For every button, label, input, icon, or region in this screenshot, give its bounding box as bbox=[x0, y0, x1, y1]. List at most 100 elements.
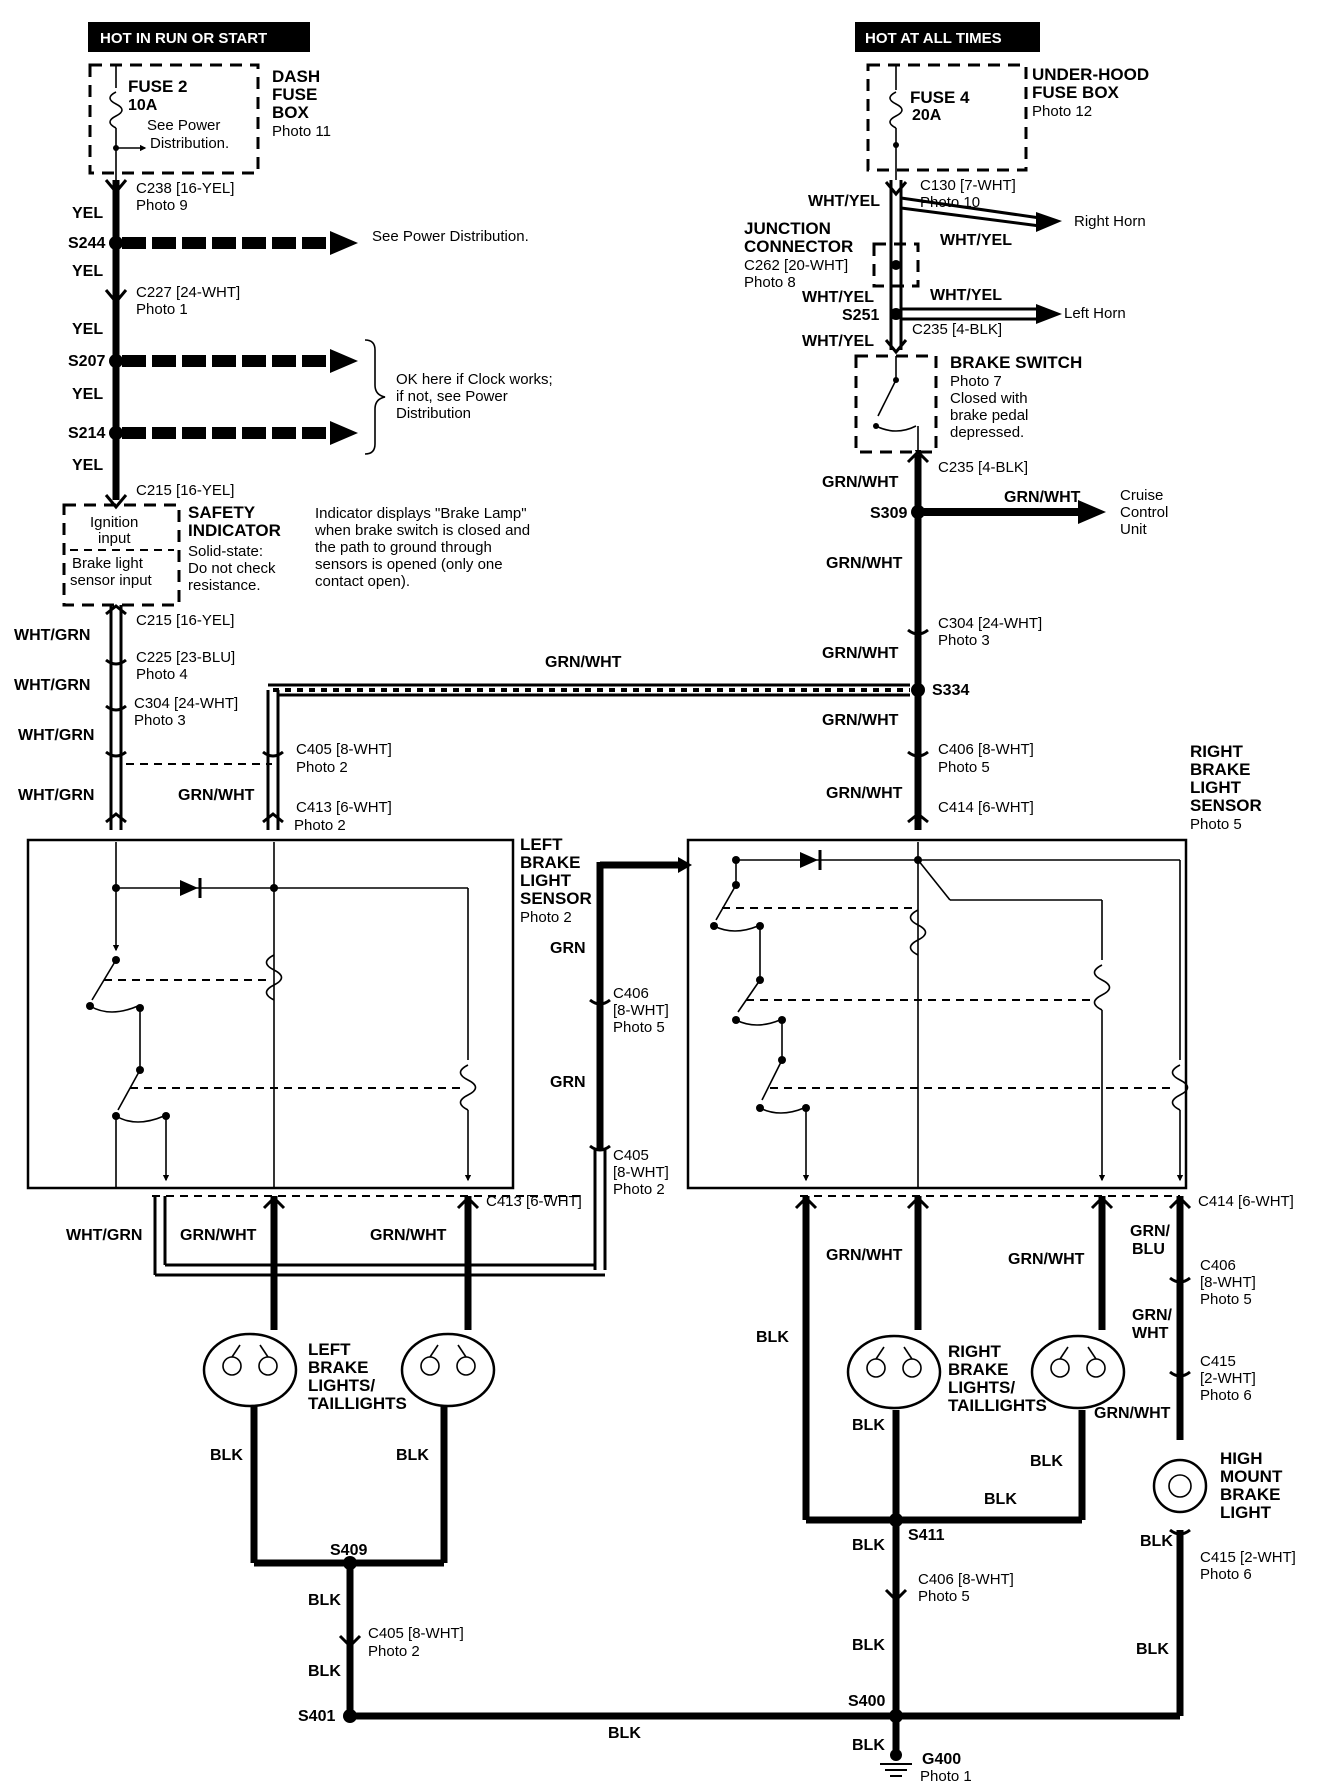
s251-label: S251 bbox=[842, 307, 879, 324]
wire-grn-wht-split-2: WHT bbox=[1132, 1325, 1169, 1342]
c413-top-label: C413 [6-WHT] bbox=[296, 799, 392, 816]
wire-wht-grn-3: WHT/GRN bbox=[18, 727, 94, 744]
high-mount-brake-light bbox=[1152, 1458, 1208, 1514]
wire-grn-2: GRN bbox=[550, 1074, 586, 1091]
c406-hm-1: C406 bbox=[1200, 1257, 1236, 1274]
note-cruise-3: Unit bbox=[1120, 521, 1148, 538]
dash-fuse-box-photo: Photo 11 bbox=[272, 123, 331, 140]
c406-mid-2: [8-WHT] bbox=[613, 1002, 669, 1019]
safety-indicator: Ignition input Brake light sensor input bbox=[62, 503, 181, 607]
left-grn-wht-wire bbox=[262, 683, 910, 830]
s214-label: S214 bbox=[68, 425, 105, 442]
wire-grn-blu-2: BLU bbox=[1132, 1241, 1165, 1258]
header-left-text: HOT IN RUN OR START bbox=[100, 30, 267, 47]
header-right-text: HOT AT ALL TIMES bbox=[865, 30, 1002, 47]
right-brake-light-2 bbox=[1030, 1334, 1126, 1410]
note-cruise-1: Cruise bbox=[1120, 487, 1163, 504]
left-fuse-box: FUSE 2 10A See Power Distribution. bbox=[88, 63, 260, 180]
left-lights-label-4: TAILLIGHTS bbox=[308, 1394, 407, 1413]
junction-label-1: JUNCTION bbox=[744, 219, 831, 238]
wire-grn-wht-split-1: GRN/ bbox=[1132, 1307, 1173, 1324]
high-mount-label-2: MOUNT bbox=[1220, 1467, 1283, 1486]
c406-right-photo: Photo 5 bbox=[938, 759, 990, 776]
c304-left-photo: Photo 3 bbox=[134, 712, 186, 729]
c406-hm-3: Photo 5 bbox=[1200, 1291, 1252, 1308]
s409-label: S409 bbox=[330, 1542, 367, 1559]
wire-blk-l1: BLK bbox=[210, 1447, 243, 1464]
right-lights-label-3: LIGHTS/ bbox=[948, 1378, 1015, 1397]
left-sensor-label-4: SENSOR bbox=[520, 889, 592, 908]
c304-right-label: C304 [24-WHT] bbox=[938, 615, 1042, 632]
left-brake-light-sensor bbox=[26, 838, 515, 1190]
ground-name: G400 bbox=[922, 1751, 961, 1768]
wire-grn-wht-r1: GRN/WHT bbox=[822, 474, 899, 491]
si-in-4: sensor input bbox=[70, 572, 153, 589]
si-desc-5: contact open). bbox=[315, 573, 410, 590]
c405-mid-1: C405 bbox=[613, 1147, 649, 1164]
wire-wht-grn-2: WHT/GRN bbox=[14, 677, 90, 694]
brake-switch bbox=[854, 354, 938, 457]
wire-wht-grn-5: WHT/GRN bbox=[66, 1227, 142, 1244]
wire-blk-l4: BLK bbox=[308, 1663, 341, 1680]
dash-fuse-box-label-1: DASH bbox=[272, 67, 320, 86]
under-hood-photo: Photo 12 bbox=[1032, 103, 1092, 120]
c405-bot-label: C405 [8-WHT] bbox=[368, 1625, 464, 1642]
left-lights-label-1: LEFT bbox=[308, 1340, 351, 1359]
right-sensor-label-2: BRAKE bbox=[1190, 760, 1250, 779]
wire-wht-yel-3: WHT/YEL bbox=[802, 289, 874, 306]
c415-b-photo: Photo 6 bbox=[1200, 1566, 1252, 1583]
c215-bot-label: C215 [16-YEL] bbox=[136, 612, 234, 629]
wire-grn-wht-r5: GRN/WHT bbox=[826, 785, 903, 802]
wire-grn-wht-s334: GRN/WHT bbox=[545, 654, 622, 671]
wire-yel-5: YEL bbox=[72, 457, 103, 474]
c406-mid-3: Photo 5 bbox=[613, 1019, 665, 1036]
c413-bot-label: C413 [6-WHT] bbox=[486, 1193, 582, 1210]
wire-grn-wht-r2: GRN/WHT bbox=[826, 555, 903, 572]
si-in-1: Ignition bbox=[90, 514, 138, 531]
dash-fuse-box-label-3: BOX bbox=[272, 103, 310, 122]
c406-hm-2: [8-WHT] bbox=[1200, 1274, 1256, 1291]
dash-fuse-box-label-2: FUSE bbox=[272, 85, 317, 104]
right-brake-light-sensor bbox=[686, 838, 1189, 1190]
right-sensor-photo: Photo 5 bbox=[1190, 816, 1242, 833]
high-mount-label-1: HIGH bbox=[1220, 1449, 1263, 1468]
wire-blk-l3: BLK bbox=[308, 1592, 341, 1609]
si-desc-3: the path to ground through bbox=[315, 539, 492, 556]
si-sub-3: resistance. bbox=[188, 577, 261, 594]
wire-grn-1: GRN bbox=[550, 940, 586, 957]
c225-label: C225 [23-BLU] bbox=[136, 649, 235, 666]
c415-a-1: C415 bbox=[1200, 1353, 1236, 1370]
left-lights-label-3: LIGHTS/ bbox=[308, 1376, 375, 1395]
c238-label: C238 [16-YEL] bbox=[136, 180, 234, 197]
c406-right-label: C406 [8-WHT] bbox=[938, 741, 1034, 758]
wire-grn-wht-r4: GRN/WHT bbox=[822, 712, 899, 729]
right-sensor-label-1: RIGHT bbox=[1190, 742, 1244, 761]
c415-a-3: Photo 6 bbox=[1200, 1387, 1252, 1404]
right-wht-yel-wire bbox=[884, 180, 1062, 355]
ground-photo: Photo 1 bbox=[920, 1768, 972, 1784]
s411-label: S411 bbox=[908, 1527, 945, 1544]
wire-blk-r5: BLK bbox=[852, 1537, 885, 1554]
brake-switch-title: BRAKE SWITCH bbox=[950, 353, 1082, 372]
si-title-2: INDICATOR bbox=[188, 521, 281, 540]
s309-label: S309 bbox=[870, 505, 907, 522]
left-fuse-name: FUSE 2 bbox=[128, 77, 188, 96]
c130-label: C130 [7-WHT] bbox=[920, 177, 1016, 194]
right-sensor-label-3: LIGHT bbox=[1190, 778, 1242, 797]
wire-grn-wht-r6: GRN/WHT bbox=[826, 1247, 903, 1264]
si-desc-4: sensors is opened (only one bbox=[315, 556, 503, 573]
note-clock-1: OK here if Clock works; bbox=[396, 371, 553, 388]
right-brake-light-1 bbox=[846, 1334, 942, 1410]
wire-blk-r4: BLK bbox=[984, 1491, 1017, 1508]
si-desc-2: when brake switch is closed and bbox=[314, 522, 530, 539]
c235-b-label: C235 [4-BLK] bbox=[938, 459, 1028, 476]
wire-grn-wht-l2: GRN/WHT bbox=[370, 1227, 447, 1244]
left-sensor-label-3: LIGHT bbox=[520, 871, 572, 890]
c227-photo: Photo 1 bbox=[136, 301, 188, 318]
si-sub-1: Solid-state: bbox=[188, 543, 263, 560]
right-fuse-box: FUSE 4 20A bbox=[866, 63, 1028, 180]
left-brake-light-1 bbox=[202, 1332, 298, 1408]
wire-yel-1: YEL bbox=[72, 205, 103, 222]
c130-photo: Photo 10 bbox=[920, 194, 980, 211]
wire-blk-l2: BLK bbox=[396, 1447, 429, 1464]
